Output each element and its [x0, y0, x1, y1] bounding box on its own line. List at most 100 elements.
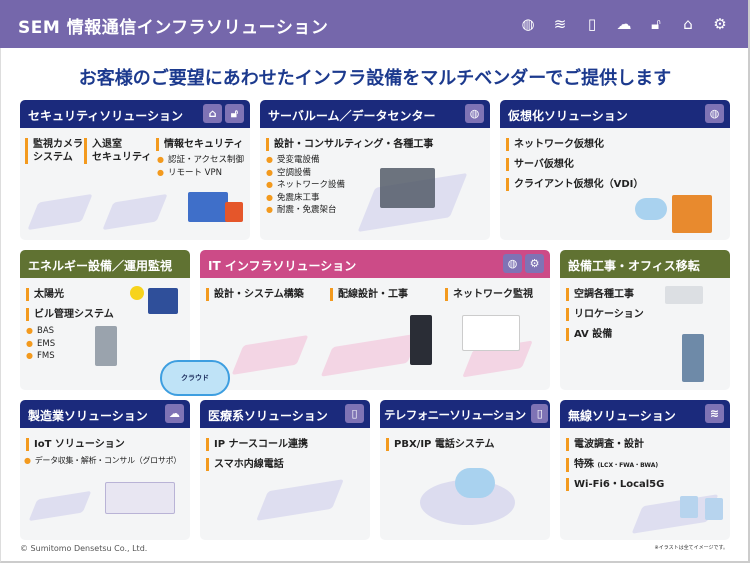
- bullet: ネットワーク設備: [266, 179, 345, 192]
- panel-office[interactable]: 設備工事・オフィス移転 空調各種工事 リロケーション AV 設備: [560, 250, 730, 390]
- wifi-icon[interactable]: ≋: [553, 15, 567, 33]
- lock-icon: 🔓︎: [225, 104, 244, 123]
- bullet: BAS: [26, 325, 55, 338]
- item-solar: 太陽光: [26, 288, 64, 301]
- item-cabling: 配線設計・工事: [330, 288, 408, 301]
- home-lock-icon: ⌂: [203, 104, 222, 123]
- item-system-build: 設計・システム構築: [206, 288, 304, 301]
- item-nurse-call: IP ナースコール連携: [206, 438, 308, 451]
- bullet: 認証・アクセス制御: [157, 154, 244, 167]
- panel-title: IT インフラソリューション: [208, 259, 357, 273]
- analytics-screen: [105, 482, 175, 514]
- panel-it-infra[interactable]: IT インフラソリューション ◍ ⚙ 設計・システム構築 配線設計・工事 ネット…: [200, 250, 550, 390]
- panel-title: サーバルーム／データセンター: [268, 109, 436, 123]
- item-pbx: PBX/IP 電話システム: [386, 438, 495, 451]
- gear-icon[interactable]: ⚙: [713, 15, 727, 33]
- panel-wireless[interactable]: 無線ソリューション ≋ 電波調査・設計 特殊 (LCX・FWA・BWA) Wi-…: [560, 400, 730, 540]
- item-hvac: 空調各種工事: [566, 288, 634, 301]
- building-illustration: [95, 326, 117, 366]
- camera-illustration: [27, 193, 93, 231]
- rack-illustration: [410, 315, 432, 365]
- item-network-virtualization: ネットワーク仮想化: [506, 138, 604, 151]
- panel-title: エネルギー設備／運用監視: [28, 259, 173, 273]
- item-bms: ビル管理システム: [26, 308, 114, 321]
- building-illustration: [680, 496, 698, 518]
- server-racks: [380, 168, 435, 208]
- tower-illustration: [682, 334, 704, 382]
- item-iot: IoT ソリューション: [26, 438, 125, 451]
- panel-title: セキュリティソリューション: [28, 109, 184, 123]
- cabling-illustration: [320, 333, 420, 377]
- item-relocation: リロケーション: [566, 308, 644, 321]
- gear-icon: ⚙: [525, 254, 544, 273]
- dashboard-screen: [462, 315, 520, 351]
- bullet: リモート VPN: [157, 167, 244, 180]
- panel-security[interactable]: セキュリティソリューション ⌂ 🔓︎ 監視カメラ システム 入退室 セキュリティ…: [20, 100, 250, 240]
- bullet: FMS: [26, 350, 55, 363]
- app-title: SEM 情報通信インフラソリューション: [18, 18, 329, 38]
- globe-icon: ◍: [705, 104, 724, 123]
- panel-title: 無線ソリューション: [568, 409, 676, 423]
- item-network-monitoring: ネットワーク監視: [445, 288, 533, 301]
- building-illustration: [705, 498, 723, 520]
- item-av: AV 設備: [566, 328, 612, 341]
- item-vdi: クライアント仮想化（VDI）: [506, 178, 643, 191]
- item-infosec: 情報セキュリティ: [156, 138, 243, 151]
- smartphone-icon: ▯: [345, 404, 364, 423]
- cloud-illustration: [635, 198, 667, 220]
- smartphone-icon: ▯: [531, 404, 548, 423]
- item-server-virtualization: サーバ仮想化: [506, 158, 574, 171]
- panel-virtualization[interactable]: 仮想化ソリューション ◍ ネットワーク仮想化 サーバ仮想化 クライアント仮想化（…: [500, 100, 730, 240]
- wifi-icon: ≋: [705, 404, 724, 423]
- bullet: 耐震・免震架台: [266, 204, 345, 217]
- smartphone-icon[interactable]: ▯: [587, 15, 597, 33]
- bullet: 空調設備: [266, 167, 345, 180]
- iot-cloud-icon: ☁: [165, 404, 184, 423]
- cloud-badge: クラウド: [160, 360, 230, 396]
- lock-icon[interactable]: 🔓︎: [651, 15, 661, 33]
- copyright: © Sumitomo Densetsu Co., Ltd.: [20, 544, 148, 553]
- panel-energy[interactable]: エネルギー設備／運用監視 太陽光 ビル管理システム BASEMSFMS: [20, 250, 190, 390]
- panel-title: 仮想化ソリューション: [508, 109, 628, 123]
- bullet: データ収集・解析・コンサル（グロサポ）: [24, 455, 182, 467]
- panel-title: テレフォニーソリューション: [384, 408, 526, 422]
- item-special-label: 特殊: [574, 459, 594, 470]
- tagline: お客様のご要望にあわせたインフラ設備をマルチベンダーでご提供します: [78, 68, 672, 89]
- panel-manufacturing[interactable]: 製造業ソリューション ☁ IoT ソリューション データ収集・解析・コンサル（グ…: [20, 400, 190, 540]
- item-special-note: (LCX・FWA・BWA): [597, 462, 659, 469]
- item-camera: 監視カメラ システム: [25, 138, 83, 164]
- bullet: 受変電設備: [266, 154, 345, 167]
- panel-telephony[interactable]: テレフォニーソリューション ▯ PBX/IP 電話システム: [380, 400, 550, 540]
- item-radio-survey: 電波調査・設計: [566, 438, 644, 451]
- globe-icon: ◍: [503, 254, 522, 273]
- home-lock-icon[interactable]: ⌂: [683, 15, 693, 33]
- panel-title: 医療系ソリューション: [208, 409, 328, 423]
- security-illustration: [188, 192, 228, 222]
- panel-serverroom[interactable]: サーバルーム／データセンター ◍ 設計・コンサルティング・各種工事 受変電設備 …: [260, 100, 490, 240]
- globe-icon[interactable]: ◍: [521, 15, 535, 33]
- cloud-pbx-illustration: [455, 468, 495, 498]
- gate-illustration: [102, 193, 168, 231]
- panel-title: 設備工事・オフィス移転: [568, 259, 700, 273]
- panel-title: 製造業ソリューション: [28, 409, 148, 423]
- factory-illustration: [28, 490, 92, 522]
- panel-medical[interactable]: 医療系ソリューション ▯ IP ナースコール連携 スマホ内線電話: [200, 400, 370, 540]
- item-design: 設計・コンサルティング・各種工事: [266, 138, 433, 151]
- hospital-illustration: [256, 479, 344, 521]
- top-bar: SEM 情報通信インフラソリューション ◍ ≋ ▯ ☁ 🔓︎ ⌂ ⚙: [0, 0, 748, 48]
- firewall-illustration: [225, 202, 243, 222]
- globe-icon: ◍: [465, 104, 484, 123]
- bullet: 免震床工事: [266, 192, 345, 205]
- virtual-servers-illustration: [672, 195, 712, 233]
- item-special: 特殊 (LCX・FWA・BWA): [566, 458, 658, 472]
- illustration-note: ※イラストは全てイメージです。: [654, 545, 729, 551]
- item-wifi6-local5g: Wi-Fi6・Local5G: [566, 478, 664, 491]
- sun-icon: [130, 286, 144, 300]
- item-smartphone-extension: スマホ内線電話: [206, 458, 284, 471]
- iot-cloud-icon[interactable]: ☁: [616, 15, 632, 33]
- ac-unit-illustration: [665, 286, 703, 304]
- solar-panel-illustration: [148, 288, 178, 314]
- design-illustration: [231, 335, 309, 375]
- bullet: EMS: [26, 338, 55, 351]
